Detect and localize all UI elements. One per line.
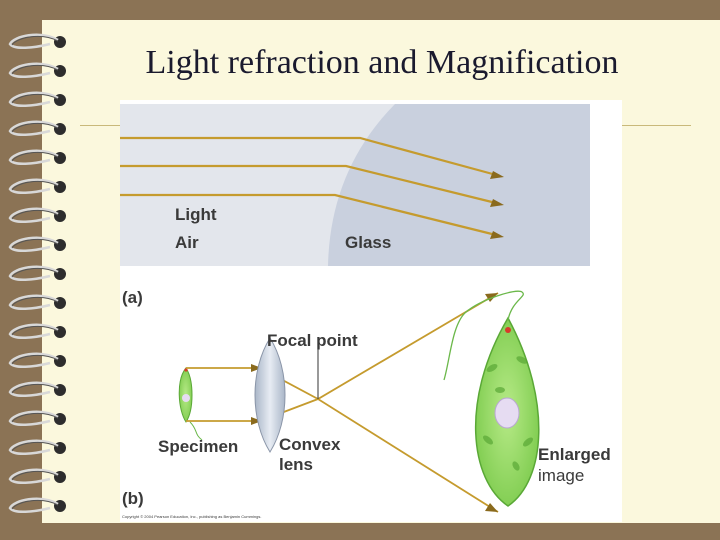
binding-ring xyxy=(8,207,66,223)
image-label: image xyxy=(538,466,584,485)
binding-ring xyxy=(8,33,66,49)
enlarged-image xyxy=(443,290,540,507)
arrowhead-icon xyxy=(251,417,262,425)
binding-ring xyxy=(8,265,66,281)
binding-ring xyxy=(8,120,66,136)
title-rule-left xyxy=(80,125,124,126)
copyright-notice: Copyright © 2004 Pearson Education, Inc.… xyxy=(122,514,261,519)
binding-ring xyxy=(8,381,66,397)
ray-arrowheads-b xyxy=(251,293,498,512)
focal-point-label: Focal point xyxy=(267,331,358,350)
binding-ring xyxy=(8,178,66,194)
binding-ring xyxy=(8,149,66,165)
ray-arrowheads-a xyxy=(490,171,504,239)
ray-b-lower-out xyxy=(259,292,499,422)
slide-title: Light refraction and Magnification xyxy=(145,44,619,81)
light-label: Light xyxy=(175,205,217,224)
air-label: Air xyxy=(175,233,199,252)
panel-a: Light Air Glass xyxy=(120,104,590,266)
binding-ring xyxy=(8,352,66,368)
binding-ring xyxy=(8,468,66,484)
convex-lens xyxy=(254,337,286,453)
arrowhead-icon xyxy=(251,364,262,372)
arrowhead-icon xyxy=(490,171,504,179)
convex-label: Convex xyxy=(279,435,341,454)
ray-a-1 xyxy=(120,136,501,178)
binding-ring xyxy=(8,91,66,107)
binding-ring xyxy=(8,294,66,310)
refraction-figure: Light Air Glass (a) xyxy=(120,100,622,522)
binding-ring xyxy=(8,497,66,513)
binding-ring xyxy=(8,62,66,78)
glass-region xyxy=(328,104,590,266)
panel-b-label: (b) xyxy=(122,489,144,508)
light-rays-a xyxy=(120,136,501,238)
binding-ring xyxy=(8,410,66,426)
binding-ring xyxy=(8,236,66,252)
binding-ring xyxy=(8,439,66,455)
panel-b: Focal point Specimen Convex lens Enlarge… xyxy=(158,290,611,513)
spiral-binding xyxy=(8,33,66,513)
arrowhead-icon xyxy=(485,503,498,512)
title-rule-right xyxy=(621,125,691,126)
lens-label: lens xyxy=(279,455,313,474)
arrowhead-icon xyxy=(490,199,504,207)
enlarged-label: Enlarged xyxy=(538,445,611,464)
arrowhead-icon xyxy=(490,231,504,239)
specimen-label: Specimen xyxy=(158,437,238,456)
glass-label: Glass xyxy=(345,233,391,252)
ray-a-2 xyxy=(120,164,501,206)
binding-ring xyxy=(8,323,66,339)
light-rays-b xyxy=(186,292,499,513)
figure-svg: Light Air Glass (a) xyxy=(120,104,611,519)
panel-a-label: (a) xyxy=(122,288,143,307)
specimen xyxy=(178,367,203,441)
ray-a-3 xyxy=(120,193,501,238)
